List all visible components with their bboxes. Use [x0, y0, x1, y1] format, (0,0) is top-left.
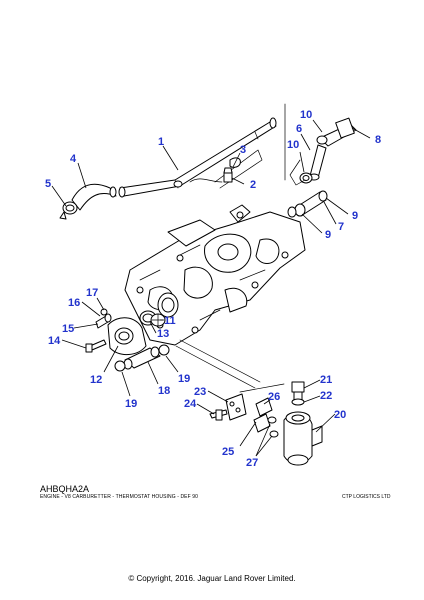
callout-25: 25 [222, 446, 234, 458]
part-22-washer [291, 398, 305, 406]
callout-19b: 19 [125, 398, 137, 410]
part-2-3-bracket [189, 149, 263, 189]
part-23-bracket [225, 393, 247, 421]
callout-10b: 10 [287, 139, 299, 151]
callout-19a: 19 [178, 373, 190, 385]
callout-24: 24 [184, 398, 197, 410]
callout-2: 2 [250, 179, 256, 191]
part-27-washers [267, 416, 279, 438]
part-4-hose [71, 183, 117, 211]
part-11-thermostat [150, 313, 166, 327]
callout-11: 11 [164, 315, 176, 327]
callout-12: 12 [90, 374, 102, 386]
callout-labels: 1 2 3 4 5 6 7 8 9 9 10 10 11 12 13 14 15… [45, 109, 381, 469]
supplier-name: CTP LOGISTICS LTD [342, 494, 391, 500]
callout-1: 1 [158, 136, 164, 148]
leader-lines [51, 119, 371, 457]
callout-10a: 10 [300, 109, 312, 121]
callout-4: 4 [70, 153, 77, 165]
part-19-hose-clips [114, 344, 170, 372]
callout-27: 27 [246, 457, 258, 469]
callout-18: 18 [158, 385, 170, 397]
callout-20: 20 [334, 409, 346, 421]
part-25-26-sensors [239, 383, 285, 433]
callout-15: 15 [62, 323, 74, 335]
part-24-bolt [209, 409, 228, 421]
callout-7: 7 [338, 221, 344, 233]
callout-9a: 9 [352, 210, 358, 222]
callout-14: 14 [48, 335, 61, 347]
part-1-coolant-pipe [118, 117, 277, 198]
diagram-description: ENGINE - V8 CARBURETTER - THERMOSTAT HOU… [40, 494, 199, 500]
part-5-hose-clip [59, 201, 78, 220]
part-15-16-17-fittings [95, 308, 112, 329]
callout-5: 5 [45, 178, 51, 190]
callout-17: 17 [86, 287, 98, 299]
part-6-8-10-upper-hoses [284, 103, 357, 186]
callout-21: 21 [320, 374, 332, 386]
callout-8: 8 [375, 134, 381, 146]
callout-16: 16 [68, 297, 80, 309]
copyright-notice: © Copyright, 2016. Jaguar Land Rover Lim… [128, 574, 296, 583]
inlet-manifold [124, 204, 306, 389]
part-20-housing [283, 411, 323, 466]
callout-6: 6 [296, 123, 302, 135]
part-21-plug [291, 381, 305, 401]
callout-13: 13 [157, 328, 169, 340]
part-12-thermostat-housing [107, 317, 147, 355]
callout-23: 23 [194, 386, 206, 398]
callout-26: 26 [268, 391, 280, 403]
part-14-bolt [85, 339, 107, 353]
diagram-reference-code: AHBQHA2A [40, 484, 90, 494]
callout-22: 22 [320, 390, 332, 402]
callout-9b: 9 [325, 229, 331, 241]
callout-3: 3 [240, 144, 246, 156]
